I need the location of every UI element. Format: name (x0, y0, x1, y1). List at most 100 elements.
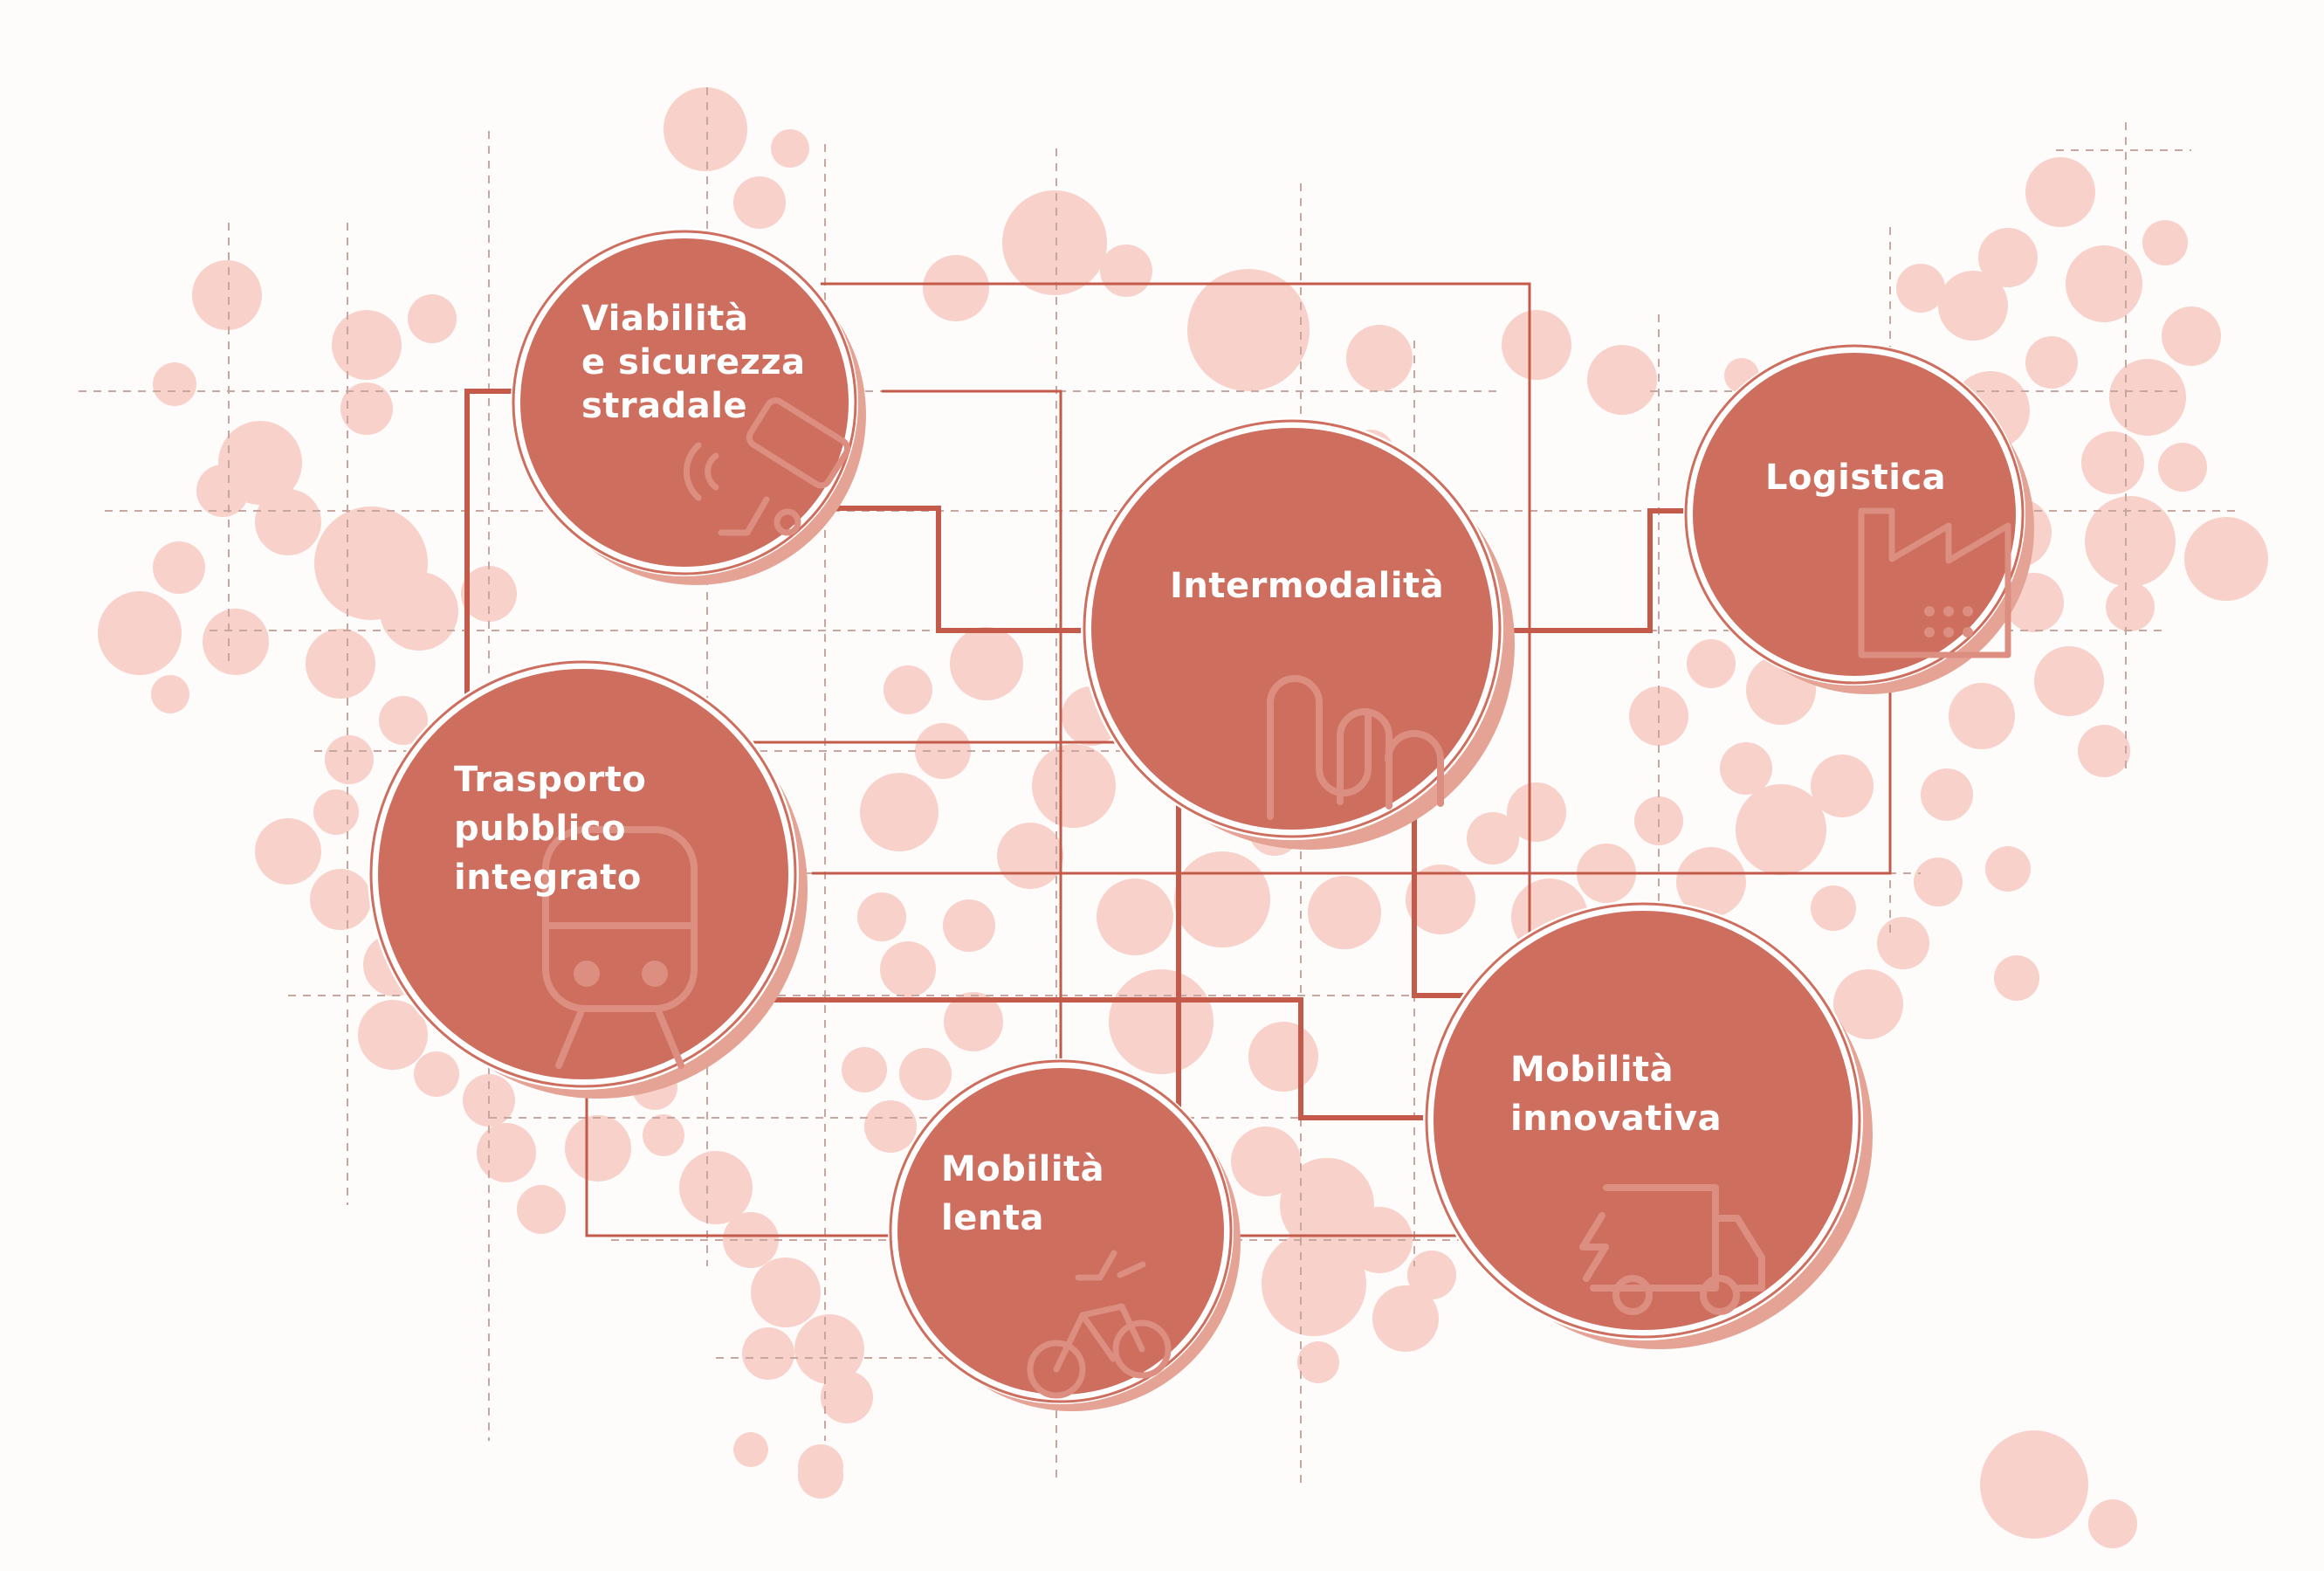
background-bubble (742, 1327, 794, 1380)
background-bubble (1687, 639, 1736, 688)
background-bubble (255, 489, 321, 555)
background-bubble (2088, 1499, 2137, 1548)
background-bubble (857, 892, 906, 941)
connector-viabilita-intermodalita (816, 506, 1113, 633)
background-bubble (1308, 876, 1381, 949)
background-bubble (2109, 359, 2186, 436)
node-mobilita-innovativa: Mobilità innovativa (1423, 900, 1873, 1349)
connector-viabilita-mobilita-lenta (882, 389, 1062, 1087)
connector-trasporto-mobilita-lenta (738, 997, 1445, 1120)
background-bubble (1407, 1251, 1456, 1299)
background-bubble (643, 1114, 684, 1156)
background-bubble (310, 869, 371, 930)
background-bubble (565, 1115, 631, 1182)
background-bubble (255, 818, 321, 885)
bicycle-icon (1027, 1250, 1172, 1399)
background-bubble (1980, 1430, 2088, 1539)
node-mobilita-lenta: Mobilità lenta (888, 1058, 1241, 1411)
background-bubble (1949, 683, 2015, 749)
node-label-line: Viabilità (581, 299, 748, 339)
background-bubble (943, 899, 995, 952)
background-bubble (880, 941, 936, 997)
node-circle (520, 238, 849, 567)
background-bubble (192, 260, 262, 330)
background-bubble (1248, 1022, 1318, 1092)
node-trasporto: Trasporto pubblico integrato (368, 658, 808, 1099)
node-label-line: innovativa (1510, 1099, 1722, 1139)
background-bubble (2034, 646, 2104, 716)
background-bubble (664, 87, 747, 171)
connector-viabilita-mobilita-innovativa (821, 282, 1531, 1236)
background-bubble (884, 665, 932, 714)
background-bubble (733, 1432, 768, 1467)
svg-text:Mobilità innovativa: Mobilità innovativa (1510, 1050, 1722, 1139)
factory-icon (1858, 507, 2011, 658)
background-bubble (1372, 1285, 1439, 1352)
background-bubble (2158, 443, 2207, 492)
background-bubble (1231, 1127, 1301, 1196)
node-ring-outline (1684, 344, 2025, 685)
node-label-line: Logistica (1765, 458, 1946, 498)
background-bubble (1720, 742, 1772, 795)
node-ring-outline (369, 660, 797, 1088)
background-bubble (842, 1047, 887, 1092)
background-bubble (733, 176, 786, 229)
background-bubble (2085, 496, 2176, 587)
background-bubble (1811, 754, 1874, 817)
background-bubble (2184, 517, 2268, 601)
background-bubble (1097, 879, 1173, 955)
background-bubble (1406, 865, 1475, 934)
background-bubble (340, 382, 393, 435)
background-bubble (1914, 858, 1963, 906)
background-bubble (1502, 310, 1571, 380)
background-bubble (1985, 846, 2031, 892)
node-ring-outline (1083, 419, 1502, 838)
node-viabilita: Viabilità e sicurezza stradale (511, 229, 866, 585)
node-ring-outline (512, 230, 857, 575)
connector-trasporto-logistica (812, 651, 1892, 875)
background-bubble (2025, 336, 2078, 389)
background-bubble (306, 629, 375, 699)
background-bubble (1921, 768, 1973, 821)
background-bubble (408, 294, 457, 343)
background-bubble (1002, 190, 1107, 295)
node-label-line: stradale (581, 386, 747, 426)
node-logistica: Logistica (1683, 343, 2034, 694)
background-bubble (1877, 917, 1929, 969)
background-bubble (98, 591, 182, 675)
background-bubble (1833, 969, 1903, 1039)
background-bubble (1100, 245, 1152, 297)
node-circle (378, 669, 788, 1079)
background-bubble (2106, 582, 2155, 631)
background-bubble (196, 465, 249, 517)
background-bubble (325, 735, 374, 784)
background-bubble (517, 1185, 566, 1234)
background-bubble (751, 1257, 821, 1327)
background-bubble (379, 696, 428, 745)
background-bubble (1507, 782, 1566, 842)
background-bubble (477, 1123, 536, 1182)
background-bubble (794, 1314, 864, 1384)
node-circle (1434, 911, 1853, 1330)
background-bubble (923, 255, 989, 321)
background-bubble (1811, 885, 1856, 931)
background-bubble (1978, 228, 2038, 287)
background-bubble (1346, 1207, 1413, 1273)
svg-text:Viabilità e sicurezza: Viabilità e sicurezza stradale (581, 299, 818, 426)
background-bubble (2025, 157, 2095, 227)
transfer-arrows-icon (1267, 675, 1444, 820)
background-bubble (798, 1453, 843, 1499)
node-label-line: Mobilità (1510, 1050, 1674, 1090)
background-bubble (1346, 325, 1413, 391)
node-label-line: Mobilità (941, 1149, 1104, 1189)
node-ring-outline (1425, 902, 1861, 1339)
background-bubble (899, 1048, 952, 1100)
node-label-line: Trasporto (454, 760, 646, 800)
background-bubble (1297, 1341, 1339, 1383)
svg-text:Trasporto pubblico: Trasporto pubblico integrato (454, 760, 659, 898)
background-bubble (1032, 744, 1116, 828)
background-bubble (1467, 812, 1519, 865)
background-bubble (380, 572, 458, 651)
